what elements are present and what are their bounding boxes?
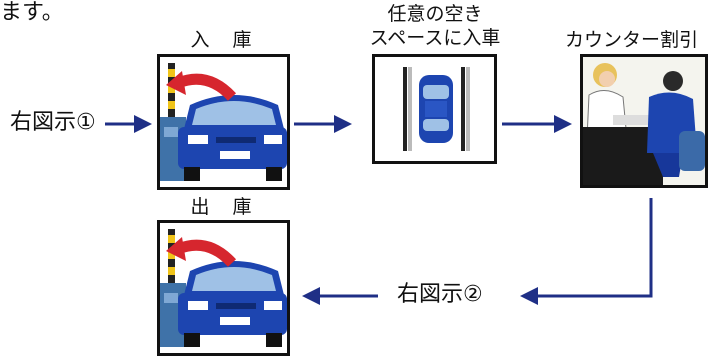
counter-discount-illustration: [580, 54, 708, 188]
step-park-label-line2: スペースに入車: [369, 27, 501, 49]
step-park-label-line1: 任意の空き: [387, 3, 483, 25]
step-exit-label: 出 庫: [190, 196, 254, 218]
entry-note: 右図示①: [10, 110, 96, 135]
parking-space-illustration: [372, 54, 497, 164]
step-discount-label: カウンター割引: [565, 29, 699, 51]
arrow-exit-note-to-exit: [302, 287, 378, 305]
entry-gate-illustration: [157, 54, 290, 190]
intro-text-fragment: ます。: [0, 0, 64, 25]
arrow-entry-to-park: [294, 115, 352, 133]
arrow-note-to-entry: [105, 115, 152, 133]
arrow-discount-to-exit-note: [520, 198, 653, 305]
exit-note: 右図示②: [397, 282, 483, 307]
exit-gate-illustration: [157, 220, 290, 356]
arrow-park-to-discount: [502, 115, 572, 133]
step-entry-label: 入 庫: [190, 29, 254, 51]
